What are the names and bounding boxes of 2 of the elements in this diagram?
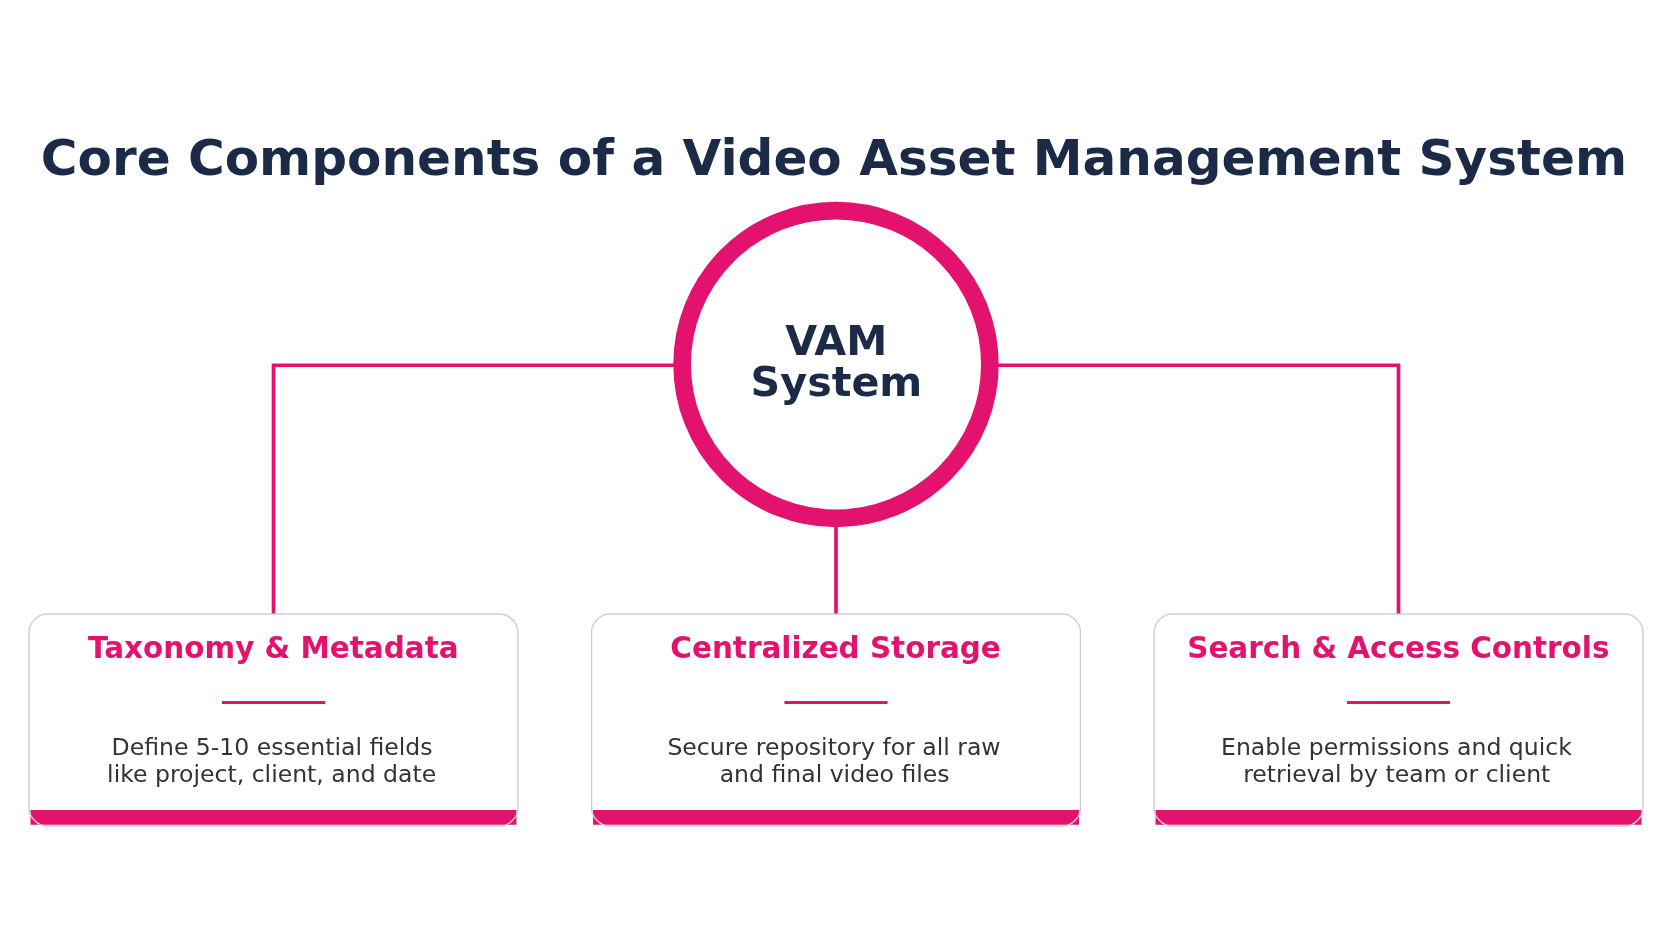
diagram-title: Core Components of a Video Asset Management System — [40, 128, 1628, 187]
node-circle: VAM System — [673, 201, 999, 528]
